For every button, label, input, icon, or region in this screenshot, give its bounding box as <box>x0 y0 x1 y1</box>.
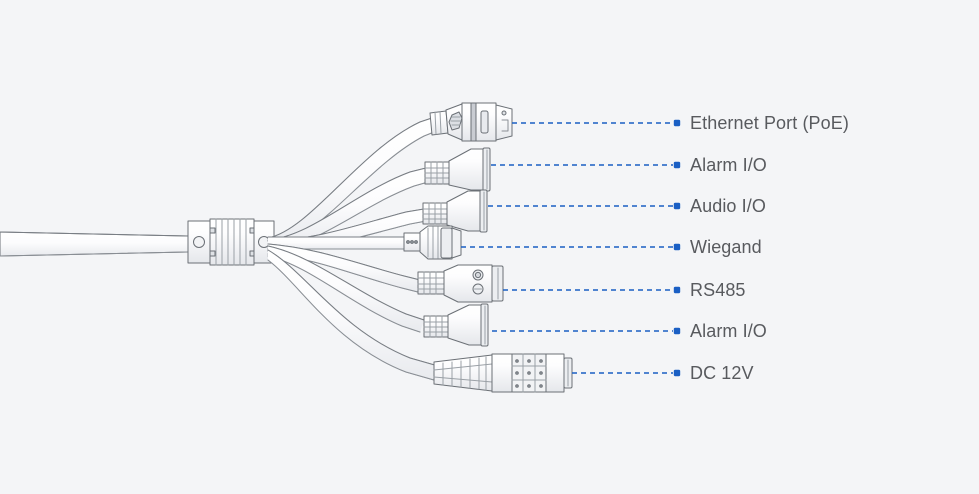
cable-ethernet <box>267 117 435 249</box>
cable-dc12v <box>267 249 439 381</box>
port-label-audio-io: Audio I/O <box>690 196 766 216</box>
connector-dc12v <box>433 353 573 393</box>
connector-ethernet-rj45 <box>429 102 513 142</box>
connector-audio-io <box>422 189 488 233</box>
leader-dot-wiegand <box>673 243 681 251</box>
leader-dot-dc12v <box>673 369 681 377</box>
port-label-alarm-io-bottom: Alarm I/O <box>690 321 767 341</box>
port-label-dc12v: DC 12V <box>690 363 754 383</box>
port-label-rs485: RS485 <box>690 280 746 300</box>
leader-dot-ethernet <box>673 119 681 127</box>
connector-alarm-io-bottom <box>423 303 489 347</box>
main-trunk-cable <box>0 231 189 257</box>
port-label-ethernet: Ethernet Port (PoE) <box>690 113 849 133</box>
leader-dot-alarm-io-bottom <box>673 327 681 335</box>
leader-dot-audio-io <box>673 202 681 210</box>
port-label-wiegand: Wiegand <box>690 237 762 257</box>
cable-alarm-io-bottom <box>267 245 425 333</box>
connector-rs485 <box>417 264 504 303</box>
leader-dot-rs485 <box>673 286 681 294</box>
connector-wiegand <box>403 225 462 260</box>
connector-alarm-io-top <box>424 147 491 192</box>
leader-lines-group <box>461 119 681 377</box>
port-label-alarm-io-top: Alarm I/O <box>690 155 767 175</box>
cable-junction-collar <box>187 218 275 266</box>
leader-dot-alarm-io-top <box>673 161 681 169</box>
